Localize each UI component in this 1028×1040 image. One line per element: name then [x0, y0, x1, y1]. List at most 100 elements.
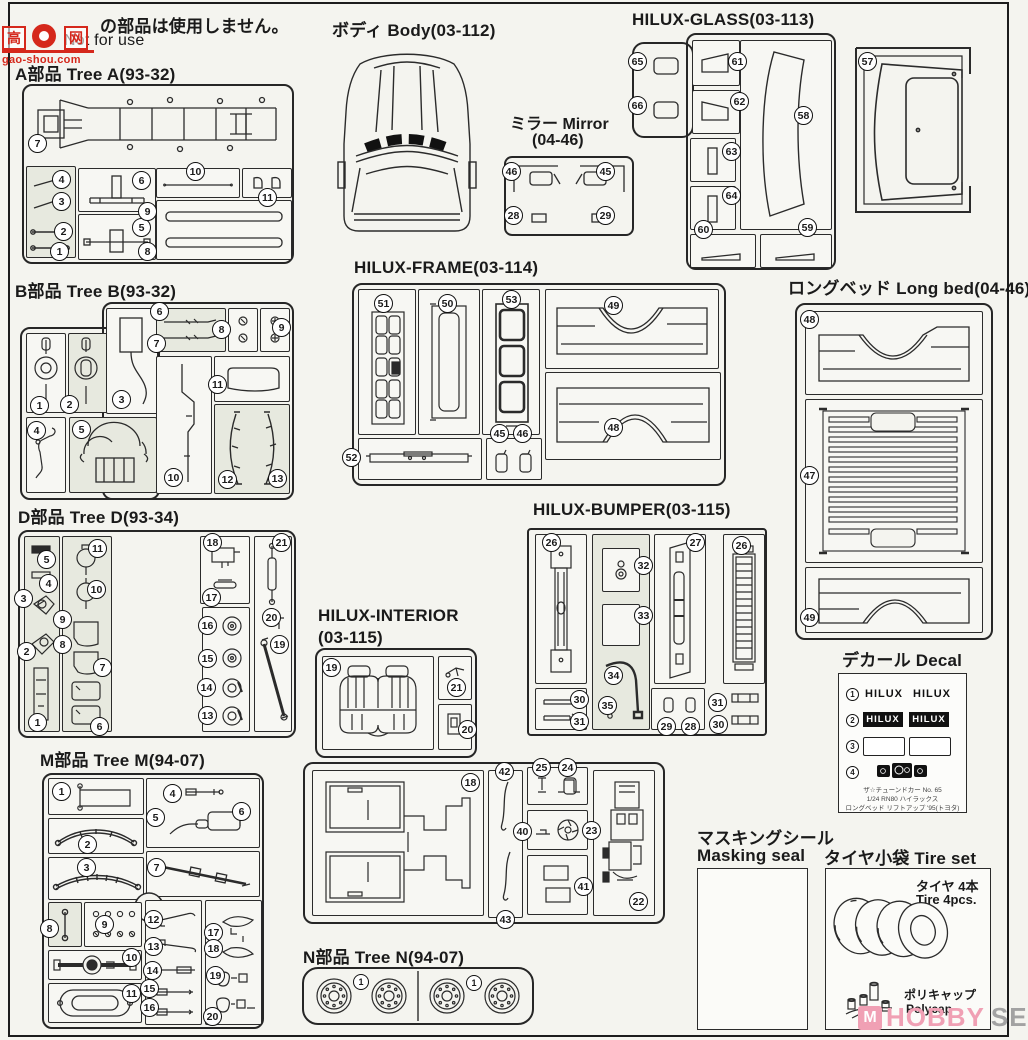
section-tree-m: M部品 Tree M(94-07) 1 2 3 4 5 6 [36, 746, 276, 1036]
tree-m-sprue [42, 773, 264, 1029]
part-number-circle: 7 [93, 658, 112, 677]
part-number-circle: 20 [203, 1007, 222, 1026]
longbed-48-drawing [818, 326, 970, 382]
part-number-circle: 13 [198, 706, 217, 725]
frame-box-45-46 [486, 438, 542, 480]
part-number-circle: 57 [858, 52, 877, 71]
section-frame: HILUX-FRAME(03-114) 51 50 [340, 252, 740, 492]
part-number-circle: 41 [574, 877, 593, 896]
longbed-47-drawing [819, 407, 969, 555]
part-number-circle: 31 [570, 712, 589, 731]
section-bumper: HILUX-BUMPER(03-115) 26 30 31 32 33 34 3 [524, 496, 774, 741]
part-number-circle: 6 [90, 717, 109, 736]
part-number-circle: 6 [232, 802, 251, 821]
part-number-circle: 46 [513, 424, 532, 443]
polycap-label-en: Polycap [906, 1002, 953, 1016]
tree-a-hooks-drawing [253, 176, 281, 189]
tree-d-col4-drawing [260, 542, 289, 721]
body-drawing [337, 53, 477, 232]
part-number-circle: 19 [322, 658, 341, 677]
part-number-circle: 29 [596, 206, 615, 225]
part-number-circle: 12 [144, 910, 163, 929]
section-mirror: ミラー Mirror (04-46) 46 45 28 29 [500, 108, 636, 238]
interior-41-drawing [543, 865, 571, 903]
tree-m-8-drawing [61, 908, 69, 942]
mirror-sprue [504, 156, 634, 236]
bumper-26l-drawing [550, 545, 572, 673]
tree-b-5-drawing [79, 421, 149, 483]
decal-item-circle: 3 [846, 740, 859, 753]
part-number-circle: 59 [798, 218, 817, 237]
part-number-circle: 7 [147, 334, 166, 353]
tree-a-sprue [22, 84, 294, 264]
glass-57-drawing [855, 47, 971, 213]
section-tree-n: N部品 Tree N(94-07) [296, 938, 541, 1033]
part-number-circle: 60 [694, 220, 713, 239]
hobbysearch-word2: SEARCH [990, 1002, 1028, 1032]
part-number-circle: 33 [634, 606, 653, 625]
interior-25-24-drawing [538, 777, 580, 795]
notice-jp: の部品は使用しません。 [100, 17, 289, 36]
part-number-circle: 63 [722, 142, 741, 161]
part-number-circle: 8 [138, 242, 157, 261]
glass-65-66-drawing [653, 57, 679, 119]
part-number-circle: 45 [596, 162, 615, 181]
part-number-circle: 1 [28, 713, 47, 732]
page-border [8, 2, 1009, 1037]
glass-box-58 [740, 40, 832, 230]
part-number-circle: 29 [657, 717, 676, 736]
part-number-circle: 40 [513, 822, 532, 841]
part-number-circle: 58 [794, 106, 813, 125]
hobbysearch-word1: HOBBY [886, 1002, 985, 1032]
part-number-circle: 1 [353, 974, 369, 990]
tree-d-18-17-drawing [211, 547, 240, 589]
logo-underline [2, 50, 94, 53]
part-number-circle: 5 [132, 218, 151, 237]
bumper-29-28-drawing [663, 697, 696, 713]
decal-plate [863, 737, 905, 756]
tree-m-7-drawing [153, 861, 251, 887]
interior-box-18 [312, 770, 484, 916]
longbed-sprue [795, 303, 993, 640]
section-masking: マスキングシール Masking seal [692, 822, 834, 1034]
part-number-circle: 3 [52, 192, 71, 211]
frame-box-53 [482, 289, 540, 435]
part-number-circle: 12 [218, 470, 237, 489]
decal-item-circle: 4 [846, 766, 859, 779]
part-number-circle: 27 [686, 533, 705, 552]
tree-d-col2-drawing [71, 544, 101, 725]
part-number-circle: 19 [270, 635, 289, 654]
part-number-circle: 10 [164, 468, 183, 487]
part-number-circle: 21 [272, 533, 291, 552]
section-longbed: ロングベッド Long bed(04-46) 48 [786, 270, 1028, 645]
part-number-circle: 3 [77, 858, 96, 877]
tree-b-10-drawing [181, 364, 195, 482]
section-body: ボディ Body(03-112) [330, 16, 495, 241]
bumper-box-26l [535, 534, 587, 684]
bumper-26r-drawing [732, 545, 756, 671]
bumper-27-drawing [669, 541, 691, 679]
seat-drawing [339, 665, 417, 737]
part-number-circle: 18 [204, 939, 223, 958]
bumper-box-33 [602, 604, 640, 646]
glass-box-60 [690, 234, 756, 268]
part-number-circle: 7 [28, 134, 47, 153]
logo-char-1: 高 [2, 26, 26, 50]
decal-hilux-white: HILUX [909, 712, 949, 727]
part-number-circle: 11 [122, 984, 141, 1003]
glass-61-drawing [701, 53, 729, 73]
tree-a-title: A部品 Tree A(93-32) [15, 65, 176, 84]
tree-a-box-9-8 [156, 200, 292, 260]
decal-plate [909, 737, 951, 756]
decal-footer-line3: ロングベッド リフトアップ '95(トヨタ) [845, 805, 960, 812]
part-number-circle: 4 [39, 574, 58, 593]
tire-title: タイヤ小袋 Tire set [824, 849, 977, 868]
decal-hilux-black: HILUX [865, 688, 903, 700]
bumper-box-32 [602, 548, 640, 592]
interior-42-43-drawing [500, 781, 511, 901]
glass-sprue-main [686, 33, 836, 270]
gaoshou-watermark: 高 网 gao-shou.com [2, 24, 112, 68]
tree-b-8-drawing [238, 316, 248, 343]
tree-m-4-5-6-drawing [154, 788, 241, 835]
